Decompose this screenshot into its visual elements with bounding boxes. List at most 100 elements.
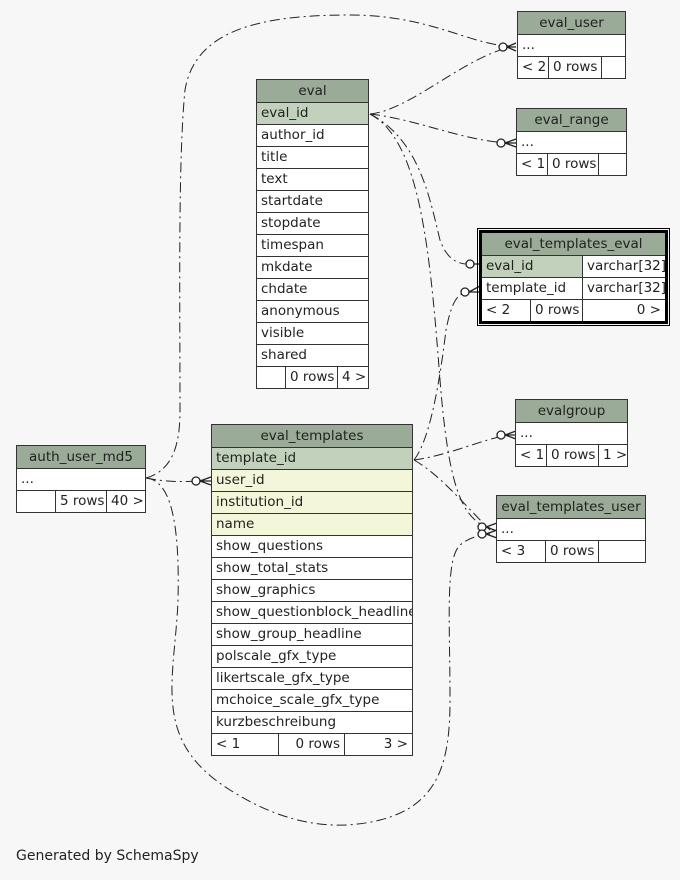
table-footer: 0 rows 4 > <box>257 366 368 388</box>
column-row: show_group_headline <box>212 623 412 645</box>
link-eval-eval-user <box>369 46 511 115</box>
cf-feet <box>468 285 481 293</box>
column-row: template_id <box>212 447 412 469</box>
table-footer: 5 rows 40 > <box>17 490 145 512</box>
table-eval-user[interactable]: eval_user ... < 2 0 rows <box>517 11 626 79</box>
column-row: institution_id <box>212 491 412 513</box>
row-count: 0 rows <box>548 57 601 78</box>
generated-by-footer: Generated by SchemaSpy <box>16 848 199 864</box>
column-row: show_questions <box>212 535 412 557</box>
column-ellipsis: ... <box>21 471 34 487</box>
column-ellipsis: ... <box>520 425 533 441</box>
column-row: visible <box>257 322 368 344</box>
table-title: eval_user <box>539 14 604 31</box>
table-title: eval <box>298 82 327 99</box>
column-row: author_id <box>257 124 368 146</box>
column-row: likertscale_gfx_type <box>212 667 412 689</box>
parent-count: < 1 <box>216 736 241 752</box>
column-row: show_questionblock_headline <box>212 601 412 623</box>
table-auth-user-md5[interactable]: auth_user_md5 ... 5 rows 40 > <box>16 445 146 513</box>
cf-circle <box>191 476 201 486</box>
child-count: 40 > <box>106 491 145 512</box>
column-row: mchoice_scale_gfx_type <box>212 689 412 711</box>
row-count: 0 rows <box>285 367 337 388</box>
parent-count <box>17 491 55 512</box>
table-footer: < 1 0 rows 1 > <box>516 444 627 466</box>
link-eval-eval-templates-user <box>369 113 491 529</box>
cf-circle <box>496 138 506 148</box>
column-row: mkdate <box>257 256 368 278</box>
cf-circle <box>460 287 470 297</box>
cf-feet <box>485 522 498 539</box>
column-row: timespan <box>257 234 368 256</box>
parent-count: < 1 <box>521 156 546 172</box>
link-templates-evalgroup <box>413 434 509 461</box>
column-row: startdate <box>257 190 368 212</box>
column-row: template_id varchar[32] <box>482 277 665 299</box>
table-eval-templates-eval[interactable]: eval_templates_eval eval_id varchar[32] … <box>477 228 670 326</box>
parent-count: < 2 <box>522 59 547 75</box>
column-row: name <box>212 513 412 535</box>
table-evalgroup[interactable]: evalgroup ... < 1 0 rows 1 > <box>515 399 628 467</box>
row-count: 0 rows <box>545 541 598 562</box>
link-auth-user-templates-user <box>145 477 491 826</box>
row-count: 0 rows <box>530 300 582 321</box>
column-row: stopdate <box>257 212 368 234</box>
table-title: evalgroup <box>537 402 606 419</box>
link-eval-templates-eval-eval-id <box>369 113 475 265</box>
cf-feet <box>199 476 212 486</box>
child-count <box>598 154 626 175</box>
table-eval-templates[interactable]: eval_templates template_id user_id insti… <box>211 424 413 756</box>
table-footer: < 3 0 rows <box>497 540 645 562</box>
parent-count <box>257 367 285 388</box>
column-ellipsis: ... <box>522 37 535 53</box>
table-footer: < 2 0 rows <box>518 56 625 78</box>
child-count <box>598 541 645 562</box>
table-title: eval_templates <box>260 427 364 444</box>
column-row: anonymous <box>257 300 368 322</box>
cf-feet <box>506 42 517 52</box>
column-row: chdate <box>257 278 368 300</box>
cf-circle <box>477 529 487 539</box>
row-count: 0 rows <box>547 154 598 175</box>
row-count: 0 rows <box>278 734 344 755</box>
cf-circle <box>498 42 508 52</box>
table-footer: < 1 0 rows <box>517 153 626 175</box>
table-eval[interactable]: eval eval_id author_id title text startd… <box>256 79 369 389</box>
cf-feet <box>504 430 517 440</box>
link-templates-templates-eval <box>413 291 471 461</box>
cf-feet <box>504 138 517 148</box>
table-footer: < 1 0 rows 3 > <box>212 733 412 755</box>
child-count: 3 > <box>344 734 412 755</box>
column-row: eval_id varchar[32] <box>482 255 665 277</box>
table-footer: < 2 0 rows 0 > <box>482 299 665 321</box>
row-count: 5 rows <box>55 491 106 512</box>
child-count: 4 > <box>337 367 368 388</box>
table-title: auth_user_md5 <box>29 448 133 465</box>
column-row: show_total_stats <box>212 557 412 579</box>
cf-circle <box>496 430 506 440</box>
column-row: shared <box>257 344 368 366</box>
table-title: eval_range <box>534 111 609 128</box>
child-count: 1 > <box>598 445 627 466</box>
link-eval-eval-range <box>369 113 509 144</box>
table-title: eval_templates_user <box>501 498 641 515</box>
column-row: title <box>257 146 368 168</box>
parent-count: < 2 <box>486 302 511 318</box>
column-row: eval_id <box>257 102 368 124</box>
child-count <box>601 57 625 78</box>
column-ellipsis: ... <box>501 521 514 537</box>
column-row: show_graphics <box>212 579 412 601</box>
row-count: 0 rows <box>546 445 598 466</box>
table-title: eval_templates_eval <box>504 235 643 252</box>
link-templates-templates-user <box>413 459 491 531</box>
column-row: text <box>257 168 368 190</box>
column-ellipsis: ... <box>521 134 534 150</box>
table-eval-templates-user[interactable]: eval_templates_user ... < 3 0 rows <box>496 495 646 563</box>
column-row: polscale_gfx_type <box>212 645 412 667</box>
table-eval-range[interactable]: eval_range ... < 1 0 rows <box>516 108 627 176</box>
child-count: 0 > <box>582 300 665 321</box>
parent-count: < 3 <box>501 543 526 559</box>
column-row: kurzbeschreibung <box>212 711 412 733</box>
